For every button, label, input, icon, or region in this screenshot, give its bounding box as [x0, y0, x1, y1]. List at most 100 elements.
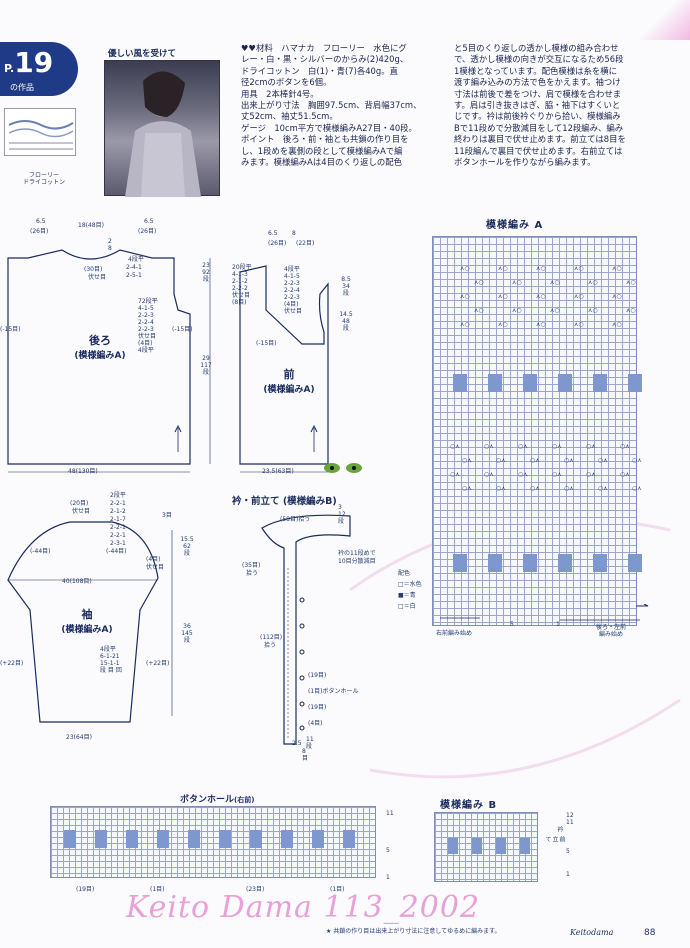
- pattern-number: P.19: [4, 46, 54, 79]
- lace-symbol: ⋏○: [512, 307, 522, 314]
- lace-symbol: ○⋏: [462, 457, 472, 464]
- sleeve-title: 袖: [81, 608, 93, 621]
- color-block: [157, 830, 169, 848]
- lace-symbol: ○⋏: [598, 485, 608, 492]
- lace-symbol: ⋏○: [626, 307, 636, 314]
- sleeve-bottom-width: 23(64目): [66, 734, 92, 741]
- sleeve-diagram: [7, 521, 173, 723]
- back-title: 後ろ: [89, 334, 111, 347]
- lace-symbol: ○⋏: [564, 485, 574, 492]
- lace-symbol: ○⋏: [450, 471, 460, 478]
- lace-symbol: ⋏○: [474, 279, 484, 286]
- lace-symbol: ○⋏: [518, 471, 528, 478]
- brand: Keitodama: [570, 928, 614, 937]
- lace-symbol: ○⋏: [632, 457, 642, 464]
- sleeve-side-left-top: (-44目): [30, 548, 51, 555]
- lace-symbol: ⋏○: [574, 265, 584, 272]
- color-block: [453, 554, 467, 572]
- pattern-a-title: 模様編み A: [486, 220, 544, 231]
- lace-symbol: ⋏○: [588, 279, 598, 286]
- color-block: [628, 554, 642, 572]
- color-block: [312, 830, 324, 848]
- pattern-badge: [0, 42, 78, 96]
- color-block: [593, 374, 607, 392]
- sleeve-top-width: 40(108目): [62, 578, 92, 585]
- color-block: [126, 830, 138, 848]
- watermark: Keito Dama 113_2002: [126, 890, 481, 925]
- color-block: [453, 374, 467, 392]
- color-block: [520, 838, 530, 854]
- back-side-left: (-15目): [0, 326, 21, 333]
- buttonhole-bottom-2: (1目): [150, 886, 165, 893]
- back-width: 48(130目): [68, 468, 98, 475]
- lace-symbol: ○⋏: [484, 443, 494, 450]
- lace-symbol: ○⋏: [496, 485, 506, 492]
- pattern-b-marks: [434, 812, 538, 882]
- lace-symbol: ○⋏: [564, 457, 574, 464]
- color-block: [281, 830, 293, 848]
- lace-symbol: ○⋏: [586, 471, 596, 478]
- lace-symbol: ⋏○: [498, 265, 508, 272]
- lace-symbol: ○⋏: [586, 443, 596, 450]
- color-block: [250, 830, 262, 848]
- color-block: [496, 838, 506, 854]
- front-subtitle: (模様編みA): [263, 385, 315, 395]
- back-diagram: [7, 249, 211, 473]
- color-block: [523, 374, 537, 392]
- lace-symbol: ○⋏: [484, 471, 494, 478]
- back-subtitle: (模様編みA): [74, 351, 126, 361]
- pattern-a-start-back: 後ろ・左前編み始め: [596, 624, 627, 638]
- lace-symbol: ⋏○: [474, 307, 484, 314]
- lace-symbol: ⋏○: [574, 321, 584, 328]
- collar-diagram: [261, 514, 351, 745]
- buttonhole-marks: [50, 806, 376, 878]
- model-photo: [104, 60, 220, 197]
- front-side: (-15目): [256, 340, 277, 347]
- pattern-a-row-number: 1: [556, 621, 560, 628]
- pattern-a-arrows: [440, 604, 649, 621]
- materials-col2: と5目のくり返しの透かし模様の組み合わせで、透かし模様の向きが交互になるため56…: [454, 43, 626, 168]
- sleeve-side-right-bottom: (+22目): [146, 660, 170, 667]
- buttonhole-bottom-1: (19目): [76, 886, 95, 893]
- pattern-a-repeat: 5: [510, 621, 514, 628]
- color-block: [95, 830, 107, 848]
- lace-symbol: ⋏○: [550, 279, 560, 286]
- color-block: [488, 554, 502, 572]
- materials-col1: ♥♥材料 ハマナカ フローリー 水色にグレー・白・黒・シルバーのからみ(2)42…: [241, 43, 422, 168]
- color-block: [488, 374, 502, 392]
- cat-icon: [324, 463, 362, 473]
- lace-symbol: ○⋏: [632, 485, 642, 492]
- lace-symbol: ○⋏: [518, 443, 528, 450]
- lace-symbol: ⋏○: [574, 293, 584, 300]
- color-block: [448, 838, 458, 854]
- lace-symbol: ⋏○: [460, 265, 470, 272]
- buttonhole-title: ボタンホール(右前): [180, 795, 255, 805]
- lace-symbol: ○⋏: [620, 471, 630, 478]
- yarn-caption: フローリー ドライコットン: [22, 172, 65, 186]
- pattern-a-start-right: 右前編み始め: [436, 630, 473, 637]
- lace-symbol: ⋏○: [626, 279, 636, 286]
- collar-title: 衿・前立て (模様編みB): [232, 496, 337, 507]
- front-title: 前: [283, 368, 295, 381]
- lace-symbol: ○⋏: [530, 485, 540, 492]
- color-block: [64, 830, 76, 848]
- lace-symbol: ⋏○: [536, 321, 546, 328]
- color-block: [219, 830, 231, 848]
- caption: 優しい風を受けて: [108, 49, 177, 59]
- color-block: [628, 374, 642, 392]
- sleeve-side-right-top: (-44目): [106, 548, 127, 555]
- back-side-right: (-15目): [172, 326, 193, 333]
- lace-symbol: ○⋏: [450, 443, 460, 450]
- buttonhole-bottom-3: (23目): [246, 886, 265, 893]
- corner-decoration: [640, 0, 690, 40]
- lace-symbol: ⋏○: [612, 321, 622, 328]
- lace-symbol: ○⋏: [530, 457, 540, 464]
